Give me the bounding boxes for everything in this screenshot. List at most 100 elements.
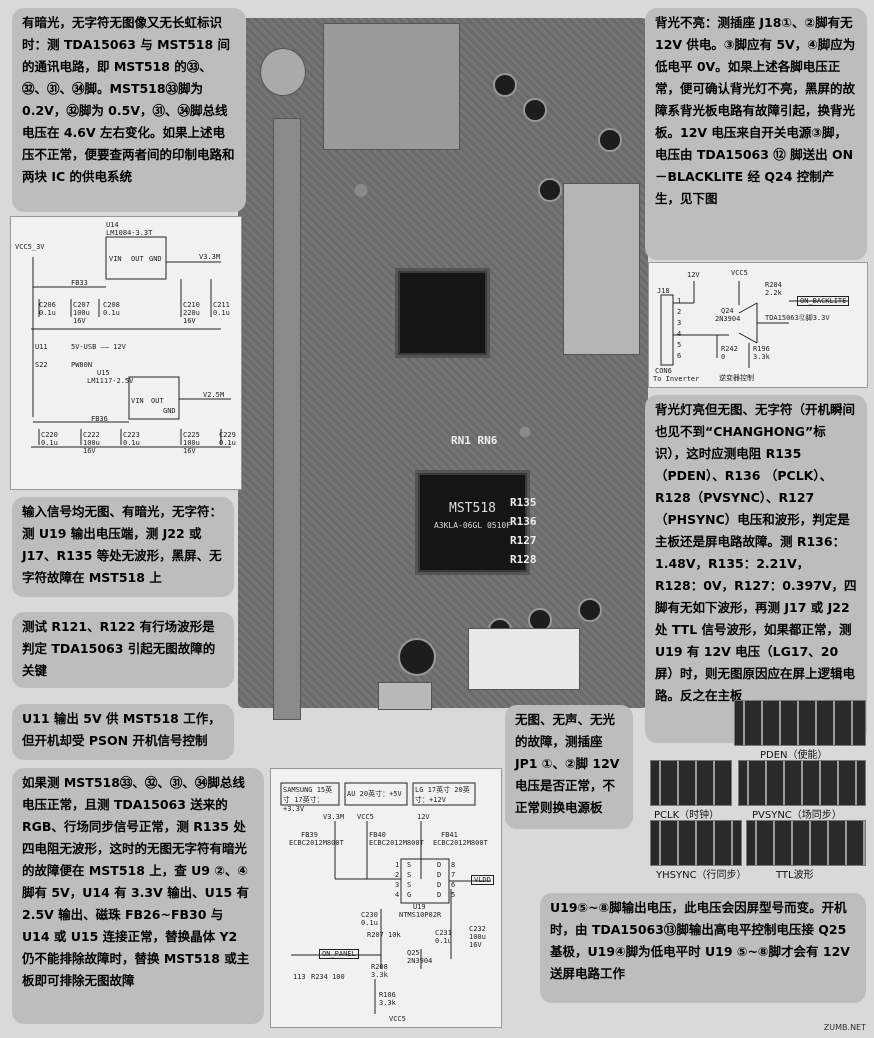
bl-tda-note: TDA15063⑫脚3.3V (765, 314, 830, 322)
c223-value: 0.1u (123, 439, 140, 447)
bl-r196-value: 3.3k (753, 353, 770, 361)
mst518-chip: MST518 A3KLA-06GL 0510F (418, 473, 527, 572)
note-left-3: U11 输出 5V 供 MST518 工作，但开机却受 PSON 开机信号控制 (12, 704, 234, 760)
u11-note: 5V-USB —— 12V (71, 343, 126, 351)
v33-label: V3.3M (199, 253, 221, 261)
c206-value: 0.1u (39, 309, 56, 317)
capacitor (538, 178, 562, 202)
c225-label: C225 (183, 431, 200, 439)
note-top-left: 有暗光，无字符无图像又无长虹标识时：测 TDA15063 与 MST518 间的… (12, 8, 246, 212)
c208-value: 0.1u (103, 309, 120, 317)
u19-pin-letter-7: D (437, 871, 442, 879)
rf-connector (260, 48, 306, 96)
pp-fb39-part: ECBC2012M800T (289, 839, 344, 847)
pp-12v: 12V (417, 813, 430, 821)
c211-label: C211 (213, 301, 230, 309)
u19-pin-2: 2 (395, 871, 400, 879)
u14-label: U14 (106, 221, 119, 229)
c220-label: C220 (41, 431, 58, 439)
pp-vldd: VLDD (471, 875, 494, 885)
backlight-schematic-lines (660, 281, 849, 368)
note-bottom-right: U19⑤~⑧脚输出电压，此电压会因屏型号而变。开机时，由 TDA15063⑬脚输… (540, 893, 866, 1003)
u19-pin-5: 5 (451, 891, 456, 899)
fb36-label: FB36 (91, 415, 108, 423)
bl-to-inverter: To Inverter (653, 375, 700, 383)
bl-q24-part: 2N3904 (715, 315, 741, 323)
pp-c231-value: 0.1u (435, 937, 452, 945)
bl-r204-value: 2.2k (765, 289, 782, 297)
chip-main-sub: A3KLA-06GL 0510F (433, 521, 512, 530)
waveform-pclk-label: PCLK（时钟） (654, 810, 720, 821)
u15-out: OUT (151, 397, 164, 405)
pp-c230: C230 (361, 911, 378, 919)
c229-value: 0.1u (219, 439, 236, 447)
u19-pin-7: 7 (451, 871, 456, 879)
res-label-r135: R135 (510, 496, 537, 509)
u19-pin-letter-4: G (407, 891, 412, 899)
tuner-module (323, 23, 460, 150)
pp-u19-part: NTMS10P02R (399, 911, 442, 919)
bl-ctrl: 逆变器控制 (719, 374, 754, 382)
pp-vcc5: VCC5 (357, 813, 374, 821)
waveform-yhsync-label: YHSYNC（行同步） (656, 870, 747, 881)
u19-pin-letter-3: S (407, 881, 412, 889)
bl-r204: R204 (765, 281, 782, 289)
vcc-label: VCC5_3V (15, 243, 45, 251)
jp1-connector (378, 682, 432, 710)
note-left-4: 如果测 MST518㉝、㉜、㉛、㉞脚总线电压正常，且测 TDA15063 送来的… (12, 768, 264, 1024)
s22-value: PW80N (71, 361, 93, 369)
u19-pin-letter-8: D (437, 861, 442, 869)
pp-fb41: FB41 (441, 831, 458, 839)
u14-vin: VIN (109, 255, 122, 263)
u14-out: OUT (131, 255, 144, 263)
box-au: AU 20英寸：+5V (347, 790, 402, 798)
bl-pin-1: 1 (677, 297, 682, 305)
u19-pin-letter-5: D (437, 891, 442, 899)
bl-12v: 12V (687, 271, 700, 279)
c207-value: 100u 16V (73, 309, 90, 325)
rn-label: RN1 RN6 (451, 434, 498, 447)
bl-vcc5: VCC5 (731, 269, 748, 277)
c210-label: C210 (183, 301, 200, 309)
box-samsung: SAMSUNG 15英寸 17英寸：+3.3V (283, 786, 333, 813)
pp-fb40-part: ECBC2012M800T (369, 839, 424, 847)
waveform-yhsync (650, 820, 742, 866)
waveform-pden (734, 700, 866, 746)
waveform-pvsync (738, 760, 866, 806)
pp-u19: U19 (413, 903, 426, 911)
pp-q25: Q25 (407, 949, 420, 957)
pp-r208: R208 (371, 963, 388, 971)
bl-pin-4: 4 (677, 330, 682, 338)
panel-power-schematic-lines (280, 782, 491, 1014)
res-label-r128: R128 (510, 553, 537, 566)
note-top-right: 背光不亮：测插座 J18①、②脚有无 12V 供电。③脚应有 5V，④脚应为低电… (645, 8, 867, 260)
bl-r242: R242 (721, 345, 738, 353)
pcb-board: MST518 A3KLA-06GL 0510F RN1 RN6 R135 R13… (238, 18, 648, 720)
u15-label: U15 (97, 369, 110, 377)
watermark: ZUMB.NET (823, 1023, 866, 1032)
c223-label: C223 (123, 431, 140, 439)
bl-r196: R196 (753, 345, 770, 353)
note-mid-right: 背光灯亮但无图、无字符（开机瞬间也见不到“CHANGHONG”标识），这时应测电… (645, 395, 867, 743)
bl-q24: Q24 (721, 307, 734, 315)
c208-label: C208 (103, 301, 120, 309)
c210-value: 220u 16V (183, 309, 200, 325)
pp-c231: C231 (435, 929, 452, 937)
bl-r242-value: 0 (721, 353, 726, 361)
s22-label: S22 (35, 361, 48, 369)
waveform-ttl (746, 820, 866, 866)
u14-gnd: GND (149, 255, 162, 263)
bl-pin-2: 2 (677, 308, 682, 316)
u19-pin-letter-1: S (407, 861, 412, 869)
u15-vin: VIN (131, 397, 144, 405)
u19-pin-letter-6: D (437, 881, 442, 889)
av-jack-strip (273, 118, 301, 720)
pp-v33: V3.3M (323, 813, 345, 821)
u15-gnd: GND (163, 407, 176, 415)
tda15063-chip (398, 271, 487, 355)
c220-value: 0.1u (41, 439, 58, 447)
heatsink (563, 183, 640, 355)
u19-pin-8: 8 (451, 861, 456, 869)
capacitor (523, 98, 547, 122)
bl-pin-5: 5 (677, 341, 682, 349)
